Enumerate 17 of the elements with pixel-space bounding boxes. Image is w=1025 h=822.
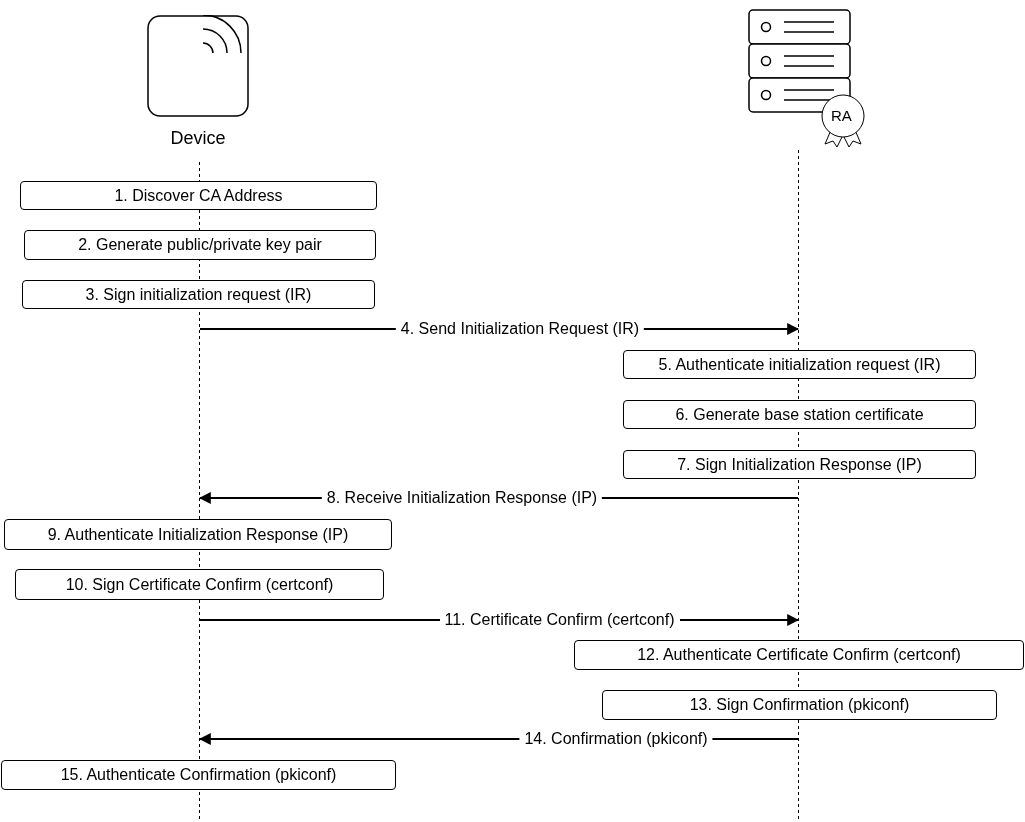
device-label: Device (169, 128, 227, 149)
edge-label: 4. Send Initialization Request (IR) (395, 320, 645, 338)
step-box: 1. Discover CA Address (20, 181, 377, 210)
step-box: 12. Authenticate Certificate Confirm (certconf) (574, 640, 1024, 670)
step-box: 13. Sign Confirmation (pkiconf) (602, 690, 997, 720)
edge-label: 8. Receive Initialization Response (IP) (321, 489, 603, 507)
edge-label: 11. Certificate Confirm (certconf) (439, 611, 680, 629)
step-box: 15. Authenticate Confirmation (pkiconf) (1, 760, 396, 790)
step-box: 7. Sign Initialization Response (IP) (623, 450, 976, 479)
step-box: 6. Generate base station certificate (623, 400, 976, 429)
step-box: 10. Sign Certificate Confirm (certconf) (15, 569, 384, 600)
badge-label: RA (831, 107, 852, 124)
edge-label: 14. Confirmation (pkiconf) (519, 730, 713, 748)
step-box: 3. Sign initialization request (IR) (22, 280, 375, 309)
step-box: 5. Authenticate initialization request (IR) (623, 350, 976, 379)
step-box: 2. Generate public/private key pair (24, 230, 376, 260)
step-box: 9. Authenticate Initialization Response (IP) (4, 519, 392, 550)
